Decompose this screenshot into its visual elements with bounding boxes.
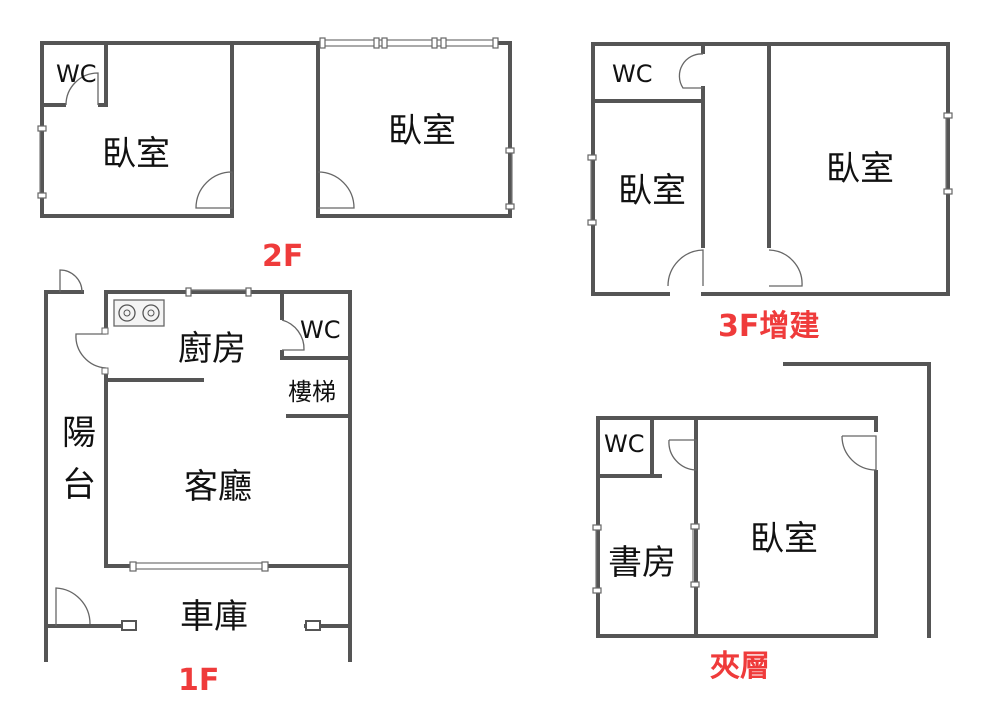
door bbox=[59, 269, 83, 293]
floor-3f-label: 3F增建 bbox=[718, 309, 819, 344]
floor-2f-plan: WC 臥室 臥室 bbox=[37, 37, 515, 218]
wc-label: WC bbox=[604, 430, 645, 458]
door bbox=[841, 435, 877, 471]
door bbox=[281, 319, 305, 351]
door bbox=[195, 171, 233, 209]
wall bbox=[98, 41, 108, 107]
wc-label: WC bbox=[56, 60, 97, 88]
mezzanine-floor-label: 夾層 bbox=[710, 649, 770, 684]
stove-icon bbox=[113, 299, 165, 327]
wc-label: WC bbox=[612, 60, 653, 88]
door bbox=[768, 249, 803, 287]
balcony-label: 陽 bbox=[62, 413, 96, 453]
door bbox=[668, 439, 697, 471]
balcony-label: 台 bbox=[62, 465, 96, 505]
stairs-label: 樓梯 bbox=[288, 378, 336, 406]
wall bbox=[40, 41, 234, 218]
kitchen-label: 廚房 bbox=[178, 329, 246, 369]
door bbox=[667, 249, 704, 287]
garage-label: 車庫 bbox=[180, 597, 248, 637]
floor-3f-plan: WC 臥室 臥室 bbox=[587, 42, 953, 296]
door bbox=[75, 333, 107, 369]
door bbox=[317, 171, 355, 209]
wc-label: WC bbox=[300, 316, 341, 344]
study-label: 書房 bbox=[608, 543, 676, 583]
floor-1f-label: 1F bbox=[178, 663, 219, 698]
door bbox=[55, 587, 91, 626]
floor-2f-label: 2F bbox=[262, 239, 303, 274]
wall bbox=[591, 42, 670, 296]
wall bbox=[783, 362, 931, 638]
wall bbox=[596, 416, 878, 432]
door bbox=[678, 53, 704, 89]
mezzanine-plan: WC 書房 臥室 bbox=[592, 362, 931, 638]
bedroom-label: 臥室 bbox=[618, 171, 686, 211]
door bbox=[65, 72, 99, 106]
bedroom-label: 臥室 bbox=[388, 111, 456, 151]
floor-1f-plan: 廚房 WC 樓梯 陽 台 客廳 車庫 bbox=[44, 269, 352, 662]
bedroom-label: 臥室 bbox=[102, 134, 170, 174]
bedroom-label: 臥室 bbox=[826, 149, 894, 189]
living-room-label: 客廳 bbox=[184, 467, 252, 507]
wall bbox=[316, 41, 512, 218]
bedroom-label: 臥室 bbox=[750, 519, 818, 559]
